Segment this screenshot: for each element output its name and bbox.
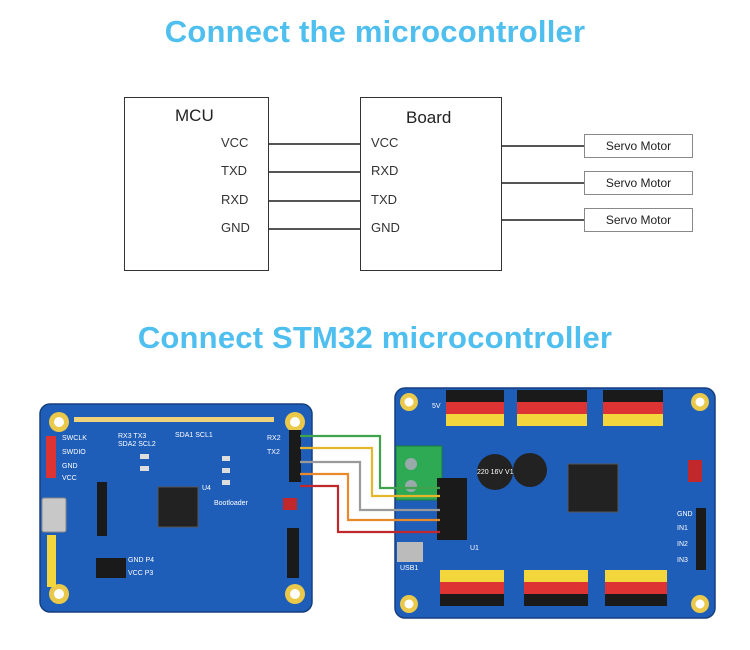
label-vcc: VCC bbox=[62, 475, 77, 482]
stm32-connection-illustration: SWCLK SWDIO GND VCC RX2 TX2 Bootloader S… bbox=[39, 379, 716, 619]
label-sda1: SDA1 SCL1 bbox=[175, 432, 213, 439]
board-pin-rxd: RXD bbox=[371, 163, 399, 178]
wire-vcc bbox=[269, 143, 360, 145]
wire-servo-2 bbox=[502, 182, 584, 184]
servo-motor-3: Servo Motor bbox=[584, 208, 693, 232]
wire-red bbox=[300, 484, 440, 534]
label-u1: U1 bbox=[470, 545, 479, 552]
label-rx3: RX3 TX3 bbox=[118, 433, 146, 440]
wire-rxd-txd bbox=[269, 200, 360, 202]
board-pin-gnd: GND bbox=[371, 220, 400, 235]
board-pin-txd: TXD bbox=[371, 192, 397, 207]
connection-wires bbox=[300, 434, 440, 534]
mcu-title: MCU bbox=[175, 106, 214, 125]
label-u4: U4 bbox=[202, 485, 211, 492]
mcu-pin-vcc: VCC bbox=[221, 135, 249, 150]
mcu-pin-txd: TXD bbox=[221, 163, 247, 178]
wire-gray bbox=[300, 460, 440, 512]
label-swclk: SWCLK bbox=[62, 435, 87, 442]
wire-servo-3 bbox=[502, 219, 584, 221]
label-gnd-p4: GND P4 bbox=[128, 557, 154, 564]
wire-green bbox=[300, 434, 440, 490]
label-usb: USB1 bbox=[400, 565, 418, 572]
label-vcc-p3: VCC P3 bbox=[128, 570, 153, 577]
wire-gnd bbox=[269, 228, 360, 230]
wire-servo-1 bbox=[502, 145, 584, 147]
mcu-box: MCU VCC TXD RXD GND bbox=[124, 97, 269, 271]
label-rx2: RX2 bbox=[267, 435, 281, 442]
page-title-top: Connect the microcontroller bbox=[164, 14, 586, 49]
label-sda2: SDA2 SCL2 bbox=[118, 441, 156, 448]
label-swdio: SWDIO bbox=[62, 449, 86, 456]
mcu-pin-gnd: GND bbox=[221, 220, 250, 235]
servo-motor-2: Servo Motor bbox=[584, 171, 693, 195]
label-in2: IN2 bbox=[677, 541, 688, 548]
stm32-board: SWCLK SWDIO GND VCC RX2 TX2 Bootloader S… bbox=[39, 403, 313, 613]
label-capacitor: 220 16V V1 bbox=[477, 469, 514, 476]
label-in1: IN1 bbox=[677, 525, 688, 532]
wire-orange bbox=[300, 472, 440, 522]
servo-motor-1: Servo Motor bbox=[584, 134, 693, 158]
label-agnd: AGND bbox=[440, 379, 460, 386]
label-gnd: GND bbox=[62, 463, 78, 470]
board-box: Board VCC RXD TXD GND bbox=[360, 97, 502, 271]
page-title-bottom: Connect STM32 microcontroller bbox=[137, 320, 613, 355]
wire-yellow bbox=[300, 446, 440, 498]
board-title: Board bbox=[406, 108, 452, 127]
label-in3: IN3 bbox=[677, 557, 688, 564]
label-tx2: TX2 bbox=[267, 449, 280, 456]
wire-txd-rxd bbox=[269, 171, 360, 173]
board-pin-vcc: VCC bbox=[371, 135, 399, 150]
label-5v: 5V bbox=[432, 403, 441, 410]
label-bootloader: Bootloader bbox=[214, 500, 249, 507]
servo-board: AGND 5V IN1 IN2 IN3 220 16V V1 GND U1 US… bbox=[394, 379, 716, 619]
mcu-pin-rxd: RXD bbox=[221, 192, 249, 207]
label-gnd-right: GND bbox=[677, 511, 693, 518]
